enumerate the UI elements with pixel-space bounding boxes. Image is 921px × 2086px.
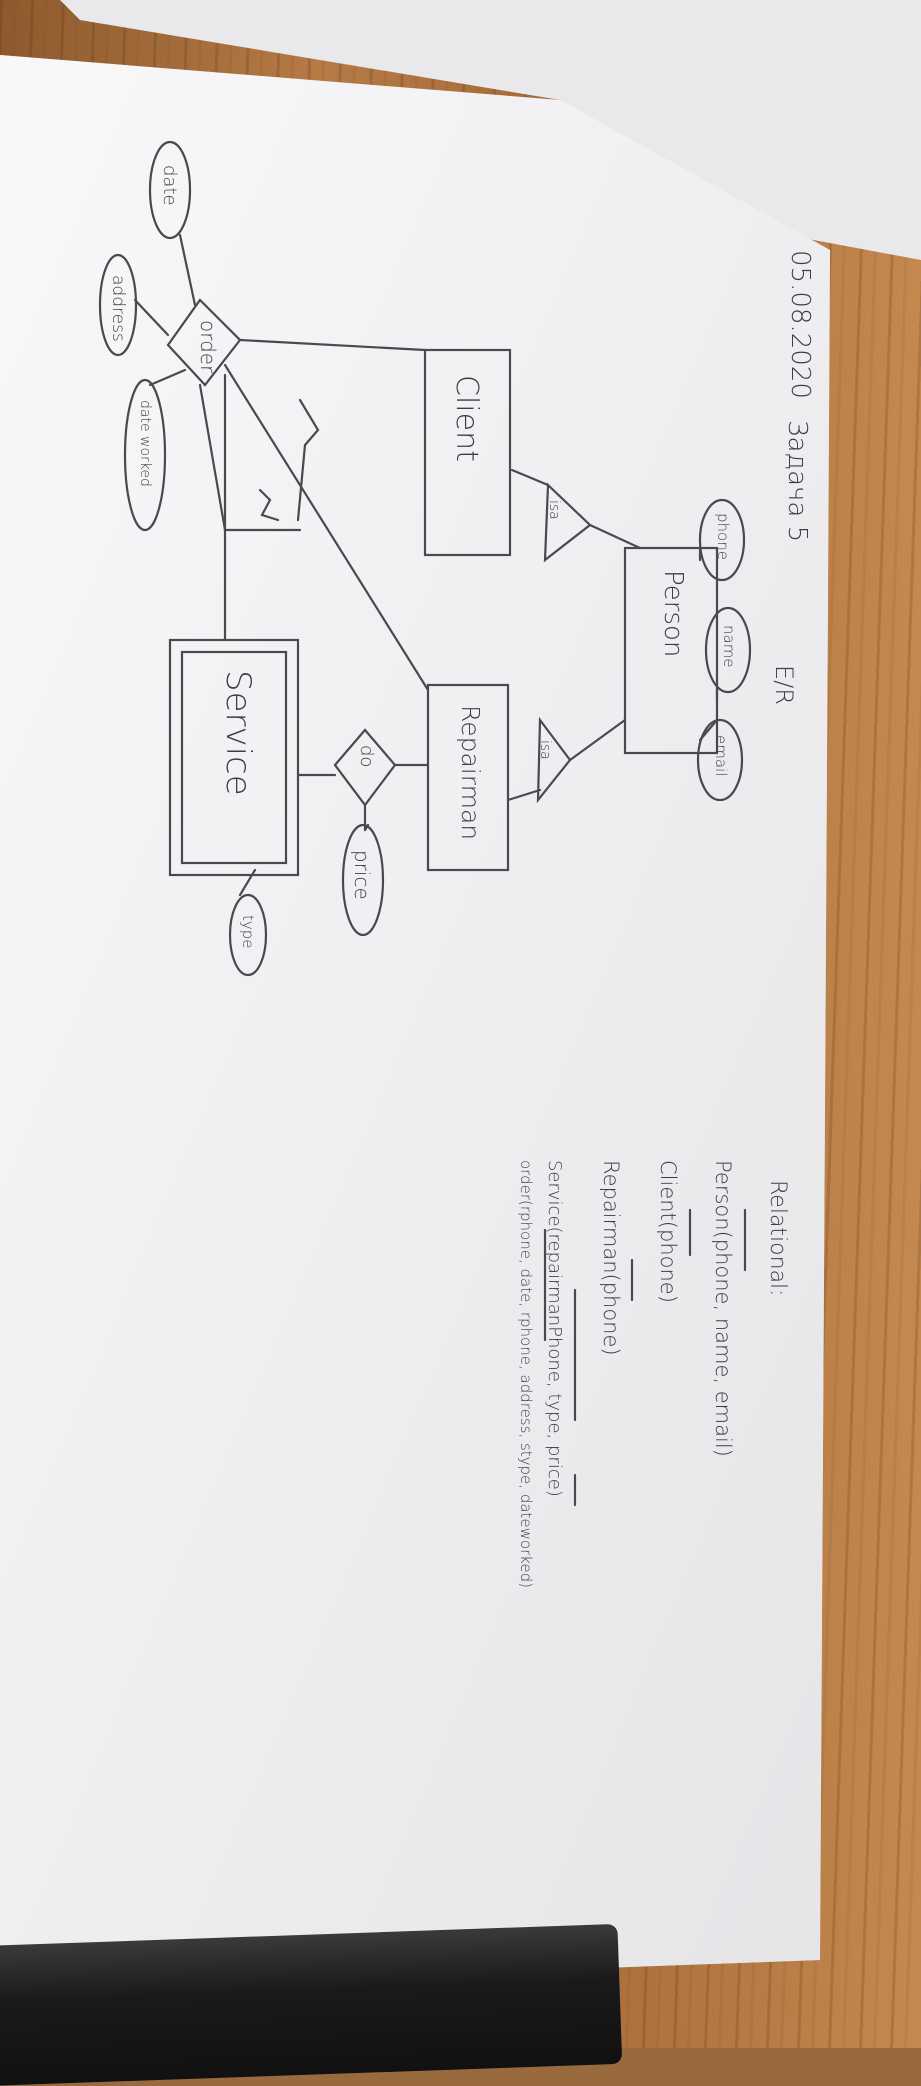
email-attribute-ellipse [696,718,744,802]
name-attribute-ellipse [704,606,752,694]
client-entity-box [423,348,512,557]
back-paper [60,0,921,260]
isa-client-label: isa [546,500,562,520]
order-relationship-diamond [166,298,242,387]
relational-heading: Relational: [765,1180,790,1297]
date-worked-attribute-ellipse [123,378,167,532]
price-attribute-ellipse [341,823,385,937]
er-section-label: E/R [770,665,798,705]
date-attribute-ellipse [148,140,192,240]
client-label: Client [449,375,484,462]
person-label: Person [658,570,688,658]
person-entity-box [623,546,719,755]
address-attribute-label: address [108,275,128,342]
isa-repairman-triangle [536,716,572,804]
type-attribute-label: type [239,915,257,949]
date-worked-attribute-label: date worked [137,400,153,487]
type-attribute-ellipse [228,893,268,977]
relational-line-repairman: Repairman(phone) [599,1160,623,1356]
isa-repairman-label: isa [537,740,553,760]
service-entity-box-outer [168,638,300,877]
name-attribute-label: name [720,625,738,668]
dark-object-foreground [0,1923,623,2086]
date-attribute-label: date [159,165,180,206]
relational-line-person: Person(phone, name, email) [711,1160,735,1457]
repairman-label: Repairman [456,705,485,841]
service-entity-box-inner [180,650,288,865]
relational-line-client: Client(phone) [656,1160,680,1303]
email-attribute-label: email [712,735,730,777]
address-attribute-ellipse [98,253,138,357]
repairman-entity-box [426,683,510,872]
relational-line-order: order(rphone, date, rphone, address, sty… [517,1160,535,1589]
relational-line-service: Service(repairmanPhone, type, price) [544,1160,565,1497]
date-text: 05.08.2020 [785,250,815,399]
price-attribute-label: price [350,850,374,900]
isa-client-triangle [543,482,592,563]
service-label: Service [218,670,258,796]
order-label: order [196,320,220,374]
do-label: do [356,745,377,768]
task-number-text: Задача 5 [782,420,812,543]
phone-attribute-ellipse [698,498,746,582]
phone-attribute-label: phone [714,513,732,560]
